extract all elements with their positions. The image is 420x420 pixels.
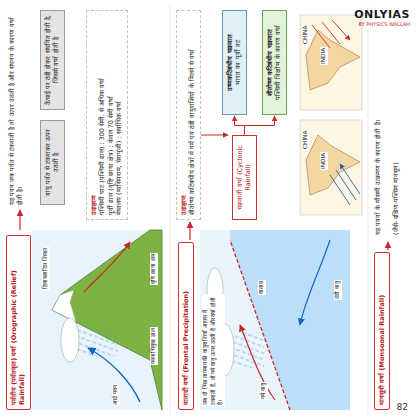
rain — [78, 326, 118, 356]
rain — [234, 332, 264, 368]
text-box: ऊँचाई पर ठंडी होकर संघनित होती है, जिससे… — [40, 10, 65, 110]
box-text: शीतोष्ण कटिबंधीय क्षेत्रों में गर्म एवं … — [188, 15, 196, 215]
box-text: ऊँचाई पर ठंडी होकर संघनित होती है, जिससे… — [44, 15, 61, 105]
example-arrow — [198, 135, 228, 136]
box-text: चक्रवाती वर्षा (Cyclonic Rainfall) — [236, 140, 253, 215]
illustration-label: CHINA — [302, 130, 310, 150]
illustration-label: CHINA — [302, 25, 310, 45]
connector — [245, 116, 275, 135]
box-heading: उष्णकटिबंधीय चक्रवात — [226, 15, 234, 110]
box-heading: उदाहरण — [90, 15, 98, 215]
text-box: उष्णकटिबंधीय चक्रवातभारत का पूर्वी तट — [222, 10, 247, 115]
note-text: यह पवन जब पर्वत से टकराती है तो ऊपर उठती… — [8, 10, 25, 205]
text-box: शीतोष्ण कटिबंधीय चक्रवातपश्चिमी विक्षोभ … — [262, 10, 287, 115]
warm-air-arrow — [240, 325, 275, 400]
heading-arrow — [189, 222, 190, 240]
box-text: मेघालय (मासिनराम, चेरापूंजी) : सर्वाधिक … — [115, 15, 123, 215]
logo-text: ONLYIAS — [354, 8, 410, 21]
text-box: चक्रवाती वर्षा (Cyclonic Rainfall) — [232, 135, 257, 220]
heading-arrow — [387, 242, 388, 250]
illustration-label: आर्द्र पवन — [112, 384, 120, 406]
illustration-label: वृष्टि छाया क्षेत्र — [150, 253, 158, 285]
cold-air-arrow — [300, 240, 330, 325]
heading-arrow — [19, 210, 20, 230]
cold-air-mass — [230, 230, 350, 410]
sky — [200, 230, 350, 410]
section-rule — [368, 5, 369, 415]
text-box: वाताग्री वर्षा (Frontal Precipitation) — [178, 242, 194, 410]
text-box: वायु पर्वत से टकराकर ऊपर उठती है — [40, 120, 65, 205]
illustration-label: गर्म वायु — [260, 382, 268, 400]
mountain — [52, 230, 162, 410]
snow-cap — [52, 290, 76, 322]
illustration-label: जब दो भिन्न तापमान की वायुराशियाँ आपस मे… — [202, 294, 225, 406]
text-box: उदाहरणशीतोष्ण कटिबंधीय क्षेत्रों में गर्… — [176, 10, 201, 220]
dry-wind-arrow — [84, 242, 130, 292]
india-map — [300, 120, 362, 215]
box-heading: उदाहरण — [180, 15, 188, 215]
page-number: 82 — [397, 402, 408, 412]
box-text: वायु पर्वत से टकराकर ऊपर उठती है — [44, 125, 61, 200]
box-text: पूर्वी ढाल (वृष्टि छाया क्षेत्र) : केवल … — [107, 15, 115, 215]
section-rule — [170, 5, 171, 415]
logo-subtext: BY PHYSICS WALLAH — [354, 21, 410, 27]
illustration-label: INDIA — [320, 47, 328, 65]
front-line — [230, 240, 290, 410]
box-text: पश्चिमी घाट (पश्चिमी ढाल) : 300 सेमी. से… — [98, 15, 106, 215]
illustration-label: वाताग्र — [258, 280, 266, 295]
text-box: पर्वतीय (पर्वतकृत) वर्षा (Orographic (Re… — [6, 235, 31, 410]
box-text: मानसूनी वर्षा (Monsoonal Rainfall) — [378, 257, 386, 405]
illustration-label: ठंडी वायु — [334, 280, 342, 300]
illustration-label: INDIA — [320, 152, 328, 170]
illustration-label: पवनाभिमुख ढाल — [150, 327, 158, 365]
connector — [235, 116, 245, 135]
box-text: भारत का पूर्वी तट — [234, 15, 242, 110]
box-text: पश्चिमी विक्षोभ के कारण वर्षा — [274, 15, 282, 110]
text-box: मानसूनी वर्षा (Monsoonal Rainfall) — [374, 252, 390, 410]
page-number-holder: 82 — [397, 402, 408, 412]
logo: ONLYIASBY PHYSICS WALLAH — [354, 8, 410, 27]
cloud — [61, 318, 79, 362]
sky — [32, 230, 162, 410]
box-text: वाताग्री वर्षा (Frontal Precipitation) — [182, 247, 190, 405]
note-text: (जैसे- दक्षिण-पश्चिम मानसून) — [392, 162, 400, 235]
text-box: उदाहरणपश्चिमी घाट (पश्चिमी ढाल) : 300 से… — [86, 10, 128, 220]
india-map — [300, 15, 362, 110]
note-text: यह पवनों के मौसमी उत्क्रमण के कारण होती … — [374, 120, 382, 235]
box-text: पर्वतीय (पर्वतकृत) वर्षा (Orographic (Re… — [10, 240, 27, 405]
box-heading: शीतोष्ण कटिबंधीय चक्रवात — [266, 15, 274, 110]
illustration-label: हिमाच्छादित शिखर — [42, 247, 50, 290]
